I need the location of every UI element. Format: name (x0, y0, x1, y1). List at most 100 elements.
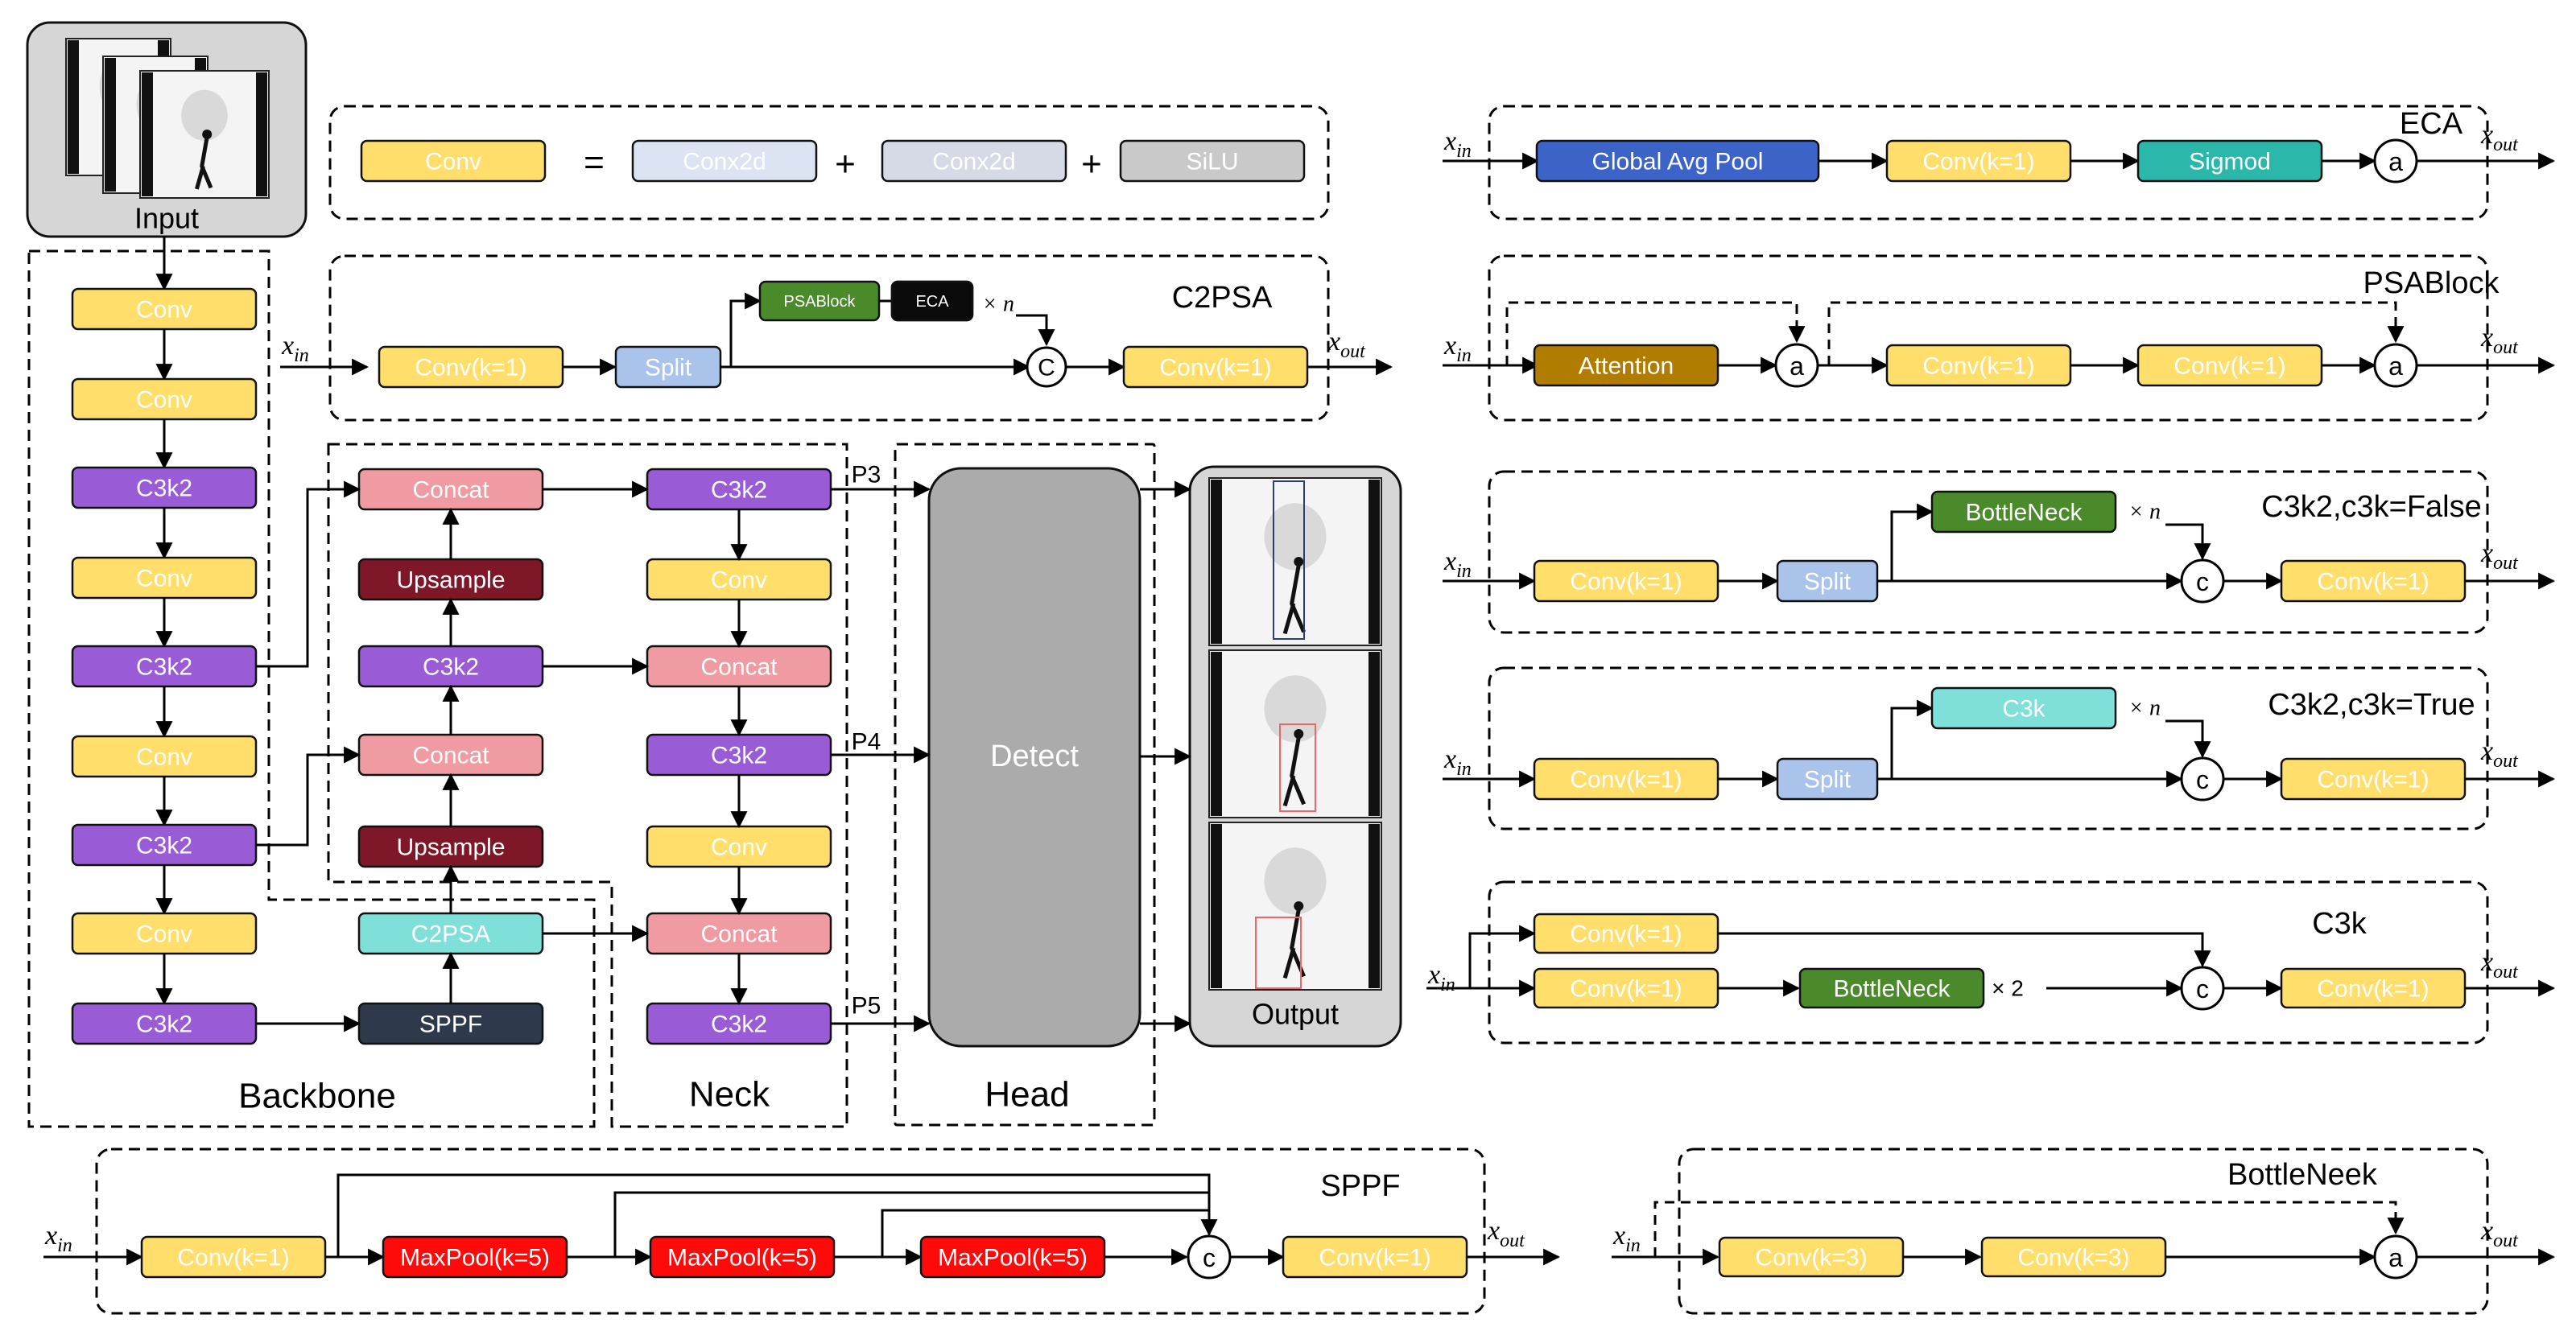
neck-sppf-label: SPPF (419, 1012, 482, 1038)
bottleneck-panel (1678, 1148, 2489, 1315)
def-silu: SiLU (1119, 139, 1306, 183)
def-conx2d-1-shape (631, 139, 818, 183)
sppf-conv-1-label: Conv(k=1) (177, 1245, 289, 1271)
c3k2-true-title: C3k2,c3k=True (2268, 688, 2475, 722)
sppf-panel (95, 1148, 1486, 1315)
psablock-title: PSABlock (2363, 266, 2500, 300)
plus-sign-2: + (1081, 145, 1102, 184)
neck-c3k2-4-label: C3k2 (711, 1012, 767, 1038)
eca-gap-label: Global Avg Pool (1592, 149, 1764, 175)
backbone-conv-7: Conv (71, 912, 258, 955)
neck-conv-2-label: Conv (711, 834, 767, 861)
bn-conv-2-label: Conv(k=3) (2017, 1245, 2129, 1271)
backbone-c3k2-6: C3k2 (71, 823, 258, 867)
c3k-xout-x: x (2480, 947, 2493, 977)
c3k-bottleneck-label: BottleNeck (1833, 976, 1951, 1003)
eca-xin: xin (1443, 126, 1472, 162)
neck-upsample-1-label: Upsample (396, 567, 505, 594)
eca-xout: xout (2480, 120, 2519, 155)
c3k2f-xin-x: x (1443, 546, 1456, 576)
neck-sppf: SPPF (357, 1002, 544, 1045)
backbone-conv-1: Conv (71, 377, 258, 421)
c3k-conv-2-label: Conv(k=1) (2317, 976, 2429, 1003)
def-conx2d-1: Conx2d (631, 139, 818, 183)
c3k2-false-panel (1488, 470, 2489, 634)
c3k-title: C3k (2312, 907, 2368, 941)
eca-sigmod-label: Sigmod (2189, 149, 2271, 175)
c2psa-title: C2PSA (1172, 281, 1273, 315)
output-bbox-3 (1255, 917, 1302, 989)
c3k2t-n-cat (2165, 719, 2211, 759)
neck-concat-3: Concat (646, 645, 832, 688)
c2psa-xin: xin (281, 331, 309, 366)
backbone-conv-0: Conv (71, 287, 258, 331)
sppf-concat-label: c (1203, 1243, 1216, 1272)
c3k2f-xout-sub: out (2493, 553, 2519, 574)
neck-upsample-2: Upsample (357, 825, 544, 868)
c3k2t-c3k-shape (1930, 686, 2117, 730)
c3k2f-xin: xin (1443, 546, 1472, 582)
c3k-conv-top-label: Conv(k=1) (1570, 921, 1682, 948)
c3k2f-concat-label: c (2196, 567, 2209, 596)
def-conx2d-1-label: Conx2d (683, 149, 766, 175)
bn-xin: xin (1612, 1221, 1641, 1256)
c3k2f-split-label: Split (1804, 569, 1852, 595)
c2psa-psablock: PSABlock (758, 280, 881, 322)
psablock-panel (1488, 254, 2489, 422)
psa-conv-2-label: Conv(k=1) (2174, 353, 2285, 380)
c3k2t-concat-label: c (2196, 765, 2209, 794)
def-conx2d-2: Conx2d (881, 139, 1067, 183)
c3k-conv-top: Conv(k=1) (1533, 913, 1719, 954)
c3k2t-xin-x: x (1443, 744, 1456, 774)
c3k2f-bottleneck: BottleNeck (1930, 490, 2117, 534)
backbone-c3k2-2: C3k2 (71, 466, 258, 509)
psa-xin-x: x (1443, 331, 1456, 361)
c3k2f-conv-2-label: Conv(k=1) (2317, 569, 2429, 595)
neck-upsample-1: Upsample (357, 558, 544, 601)
output-bbox-1 (1273, 480, 1305, 640)
c3k2f-xin-sub: in (1456, 561, 1472, 582)
def-conx2d-2-label: Conx2d (932, 149, 1015, 175)
psa-xout: xout (2480, 323, 2519, 358)
plus-sign-1: + (835, 145, 856, 184)
eca-xout-sub: out (2493, 134, 2519, 155)
sppf-conv-2: Conv(k=1) (1282, 1235, 1468, 1279)
backbone-p3-to-concat1 (256, 480, 361, 668)
c3k2-true-panel (1488, 666, 2489, 830)
input-image-3 (139, 70, 270, 199)
c3k2t-times-n: × n (2128, 696, 2161, 721)
sppf-maxpool-1-label: MaxPool(k=5) (400, 1245, 550, 1271)
sppf-xout: xout (1487, 1216, 1525, 1251)
sppf-xout-x: x (1487, 1216, 1500, 1246)
neck-c3k2-2-label: C3k2 (711, 477, 767, 504)
eca-conv: Conv(k=1) (1885, 139, 2072, 183)
sppf-conv-1: Conv(k=1) (140, 1235, 327, 1279)
output-image-1 (1208, 477, 1382, 646)
psa-xout-x: x (2480, 323, 2493, 352)
bottleneck-title: BottleNeek (2227, 1158, 2378, 1192)
eca-xin-sub: in (1456, 141, 1472, 162)
c3k-xin-sub: in (1440, 975, 1455, 995)
neck-concat-2-label: Concat (412, 743, 489, 769)
c2psa-conv-1-label: Conv(k=1) (415, 355, 526, 381)
def-conv-label: Conv (425, 149, 481, 175)
sppf-maxpool-2: MaxPool(k=5) (649, 1235, 836, 1279)
neck-c3k2-2: C3k2 (646, 468, 832, 511)
backbone-conv-5-label: Conv (136, 744, 192, 771)
c3k2f-split: Split (1776, 559, 1879, 603)
backbone-c3k2-8: C3k2 (71, 1002, 258, 1045)
eca-sigmod: Sigmod (2136, 139, 2323, 183)
c2psa-eca-text: ECA (915, 293, 949, 311)
bn-xout: xout (2480, 1216, 2519, 1251)
c3k-xin: xin (1427, 960, 1455, 995)
psa-xin-sub: in (1456, 345, 1472, 366)
bn-xout-sub: out (2493, 1230, 2519, 1251)
sppf-xout-sub: out (1500, 1230, 1525, 1251)
eca-add-label: a (2388, 147, 2403, 176)
c3k-in-top (1426, 925, 1537, 990)
backbone-conv-3-label: Conv (136, 566, 192, 592)
neck-label: Neck (689, 1075, 770, 1115)
c3k-xout: xout (2480, 947, 2519, 983)
neck-conv-1-label: Conv (711, 567, 767, 594)
c3k2f-xout: xout (2480, 538, 2519, 574)
